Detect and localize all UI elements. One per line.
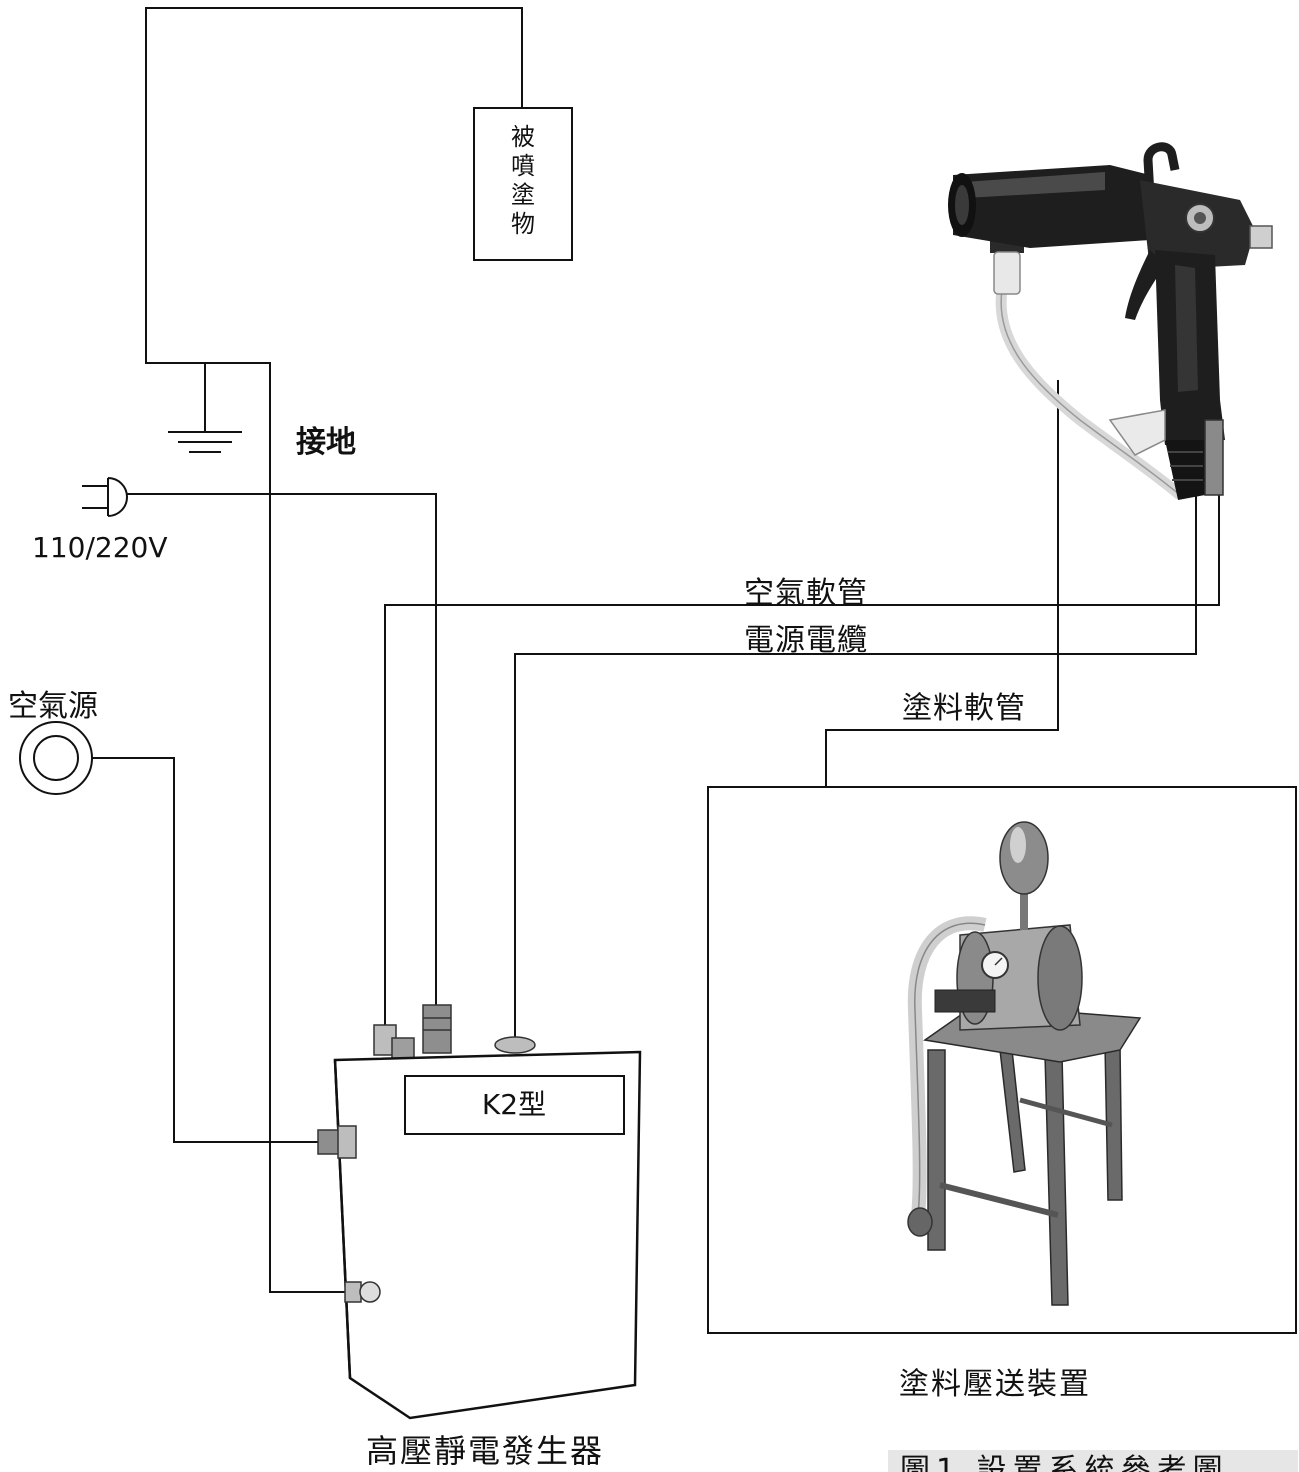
model-label: K2型 [482,1088,546,1121]
pump-label: 塗料壓送裝置 [899,1367,1091,1402]
paint-hose-line [825,380,1059,790]
air-source-icon [19,721,93,795]
power-voltage-label: 110/220V [32,531,167,564]
object-label-1: 被 [511,123,535,151]
hose-and-cable-lines [384,380,1220,1038]
caption-label: 圖1 設置系統參考圖 [900,1453,1229,1472]
ground-label: 接地 [296,425,356,460]
paint-hose-label: 塗料軟管 [902,691,1026,726]
air-hose-label: 空氣軟管 [744,576,868,611]
object-label-4: 物 [511,210,535,238]
sprayed-object-box [473,107,573,261]
object-label-2: 噴 [511,152,535,180]
power-cable-label: 電源電纜 [744,623,868,658]
generator-label: 高壓靜電發生器 [366,1432,604,1470]
caption-box [888,1450,1298,1472]
power-wire [127,493,437,1008]
air-supply-wire [92,757,318,1143]
ground-loop-wires [145,7,523,1293]
ground-symbol-icon [168,363,242,453]
generator-top-connectors [373,1004,536,1061]
diaphragm-pump-icon [907,821,1142,1306]
air-source-label: 空氣源 [8,689,98,724]
ground-terminal-icon [344,1281,381,1303]
power-plug-icon [82,477,128,517]
high-voltage-generator: K2型 [317,1004,642,1420]
model-plate [404,1075,625,1135]
spray-gun-icon [948,142,1273,500]
air-inlet-fitting-icon [317,1125,357,1159]
air-hose-line [384,495,1220,1025]
object-label-3: 塗 [511,181,535,209]
power-cable-line [514,495,1197,1038]
